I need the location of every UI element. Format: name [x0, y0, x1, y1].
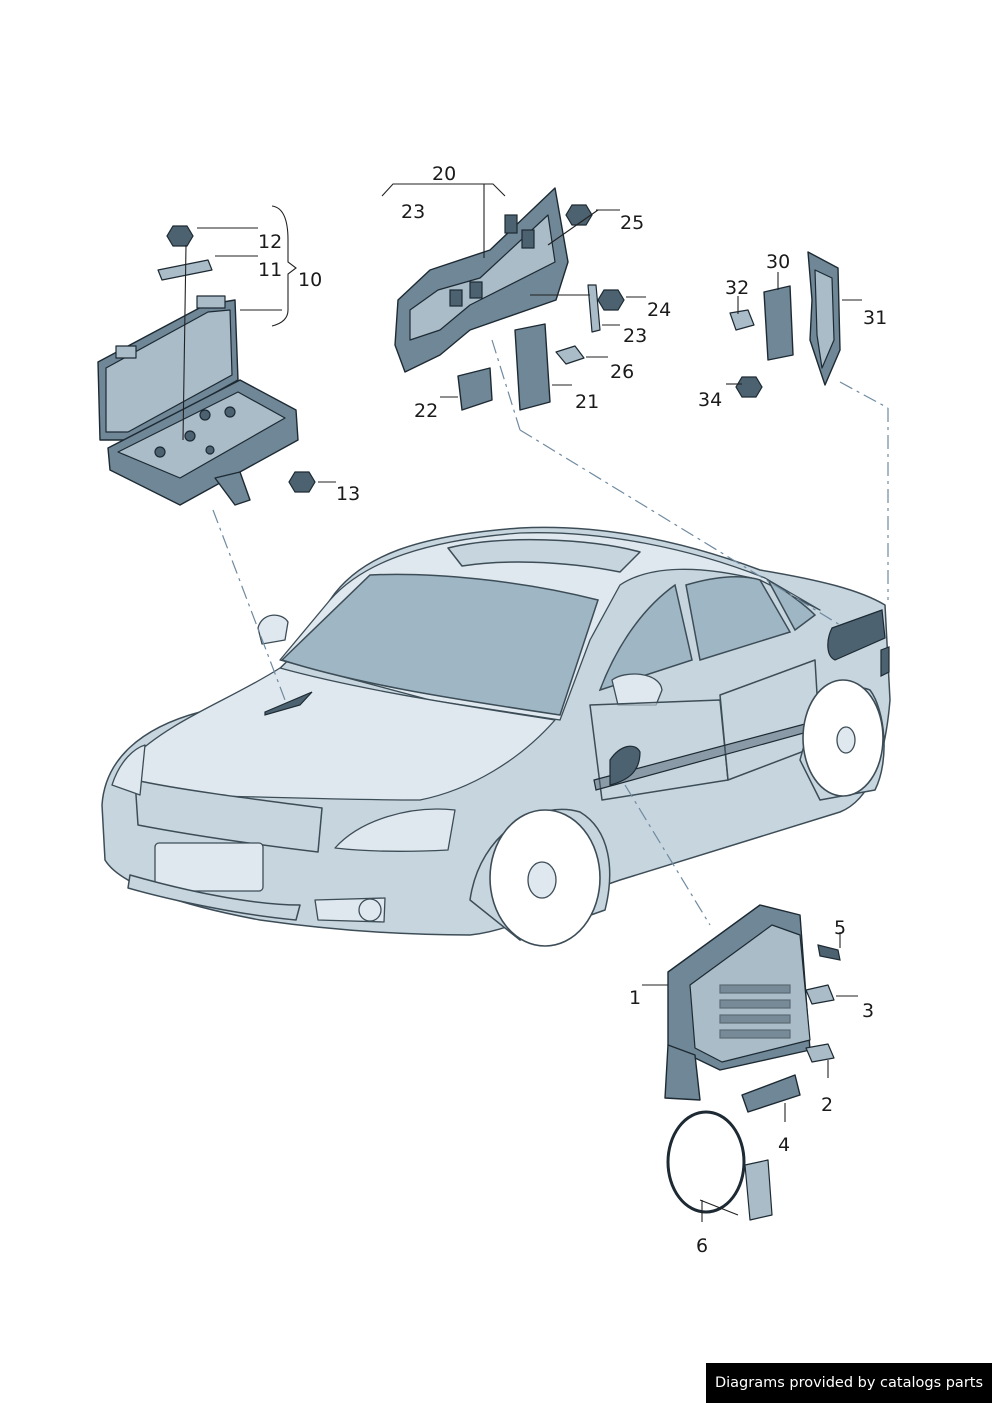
callout-1: 1 — [629, 987, 641, 1009]
callout-10: 10 — [298, 269, 322, 291]
fuse-strip-4 — [741, 1074, 801, 1113]
callout-31: 31 — [863, 307, 887, 329]
credit-badge: Diagrams provided by catalogs parts — [706, 1363, 992, 1403]
relay-21 — [514, 323, 551, 411]
module-30 — [763, 285, 794, 361]
credit-text: Diagrams provided by catalogs parts — [714, 1375, 984, 1391]
bracket-23 — [587, 284, 601, 333]
callout-11: 11 — [258, 259, 282, 281]
trunk-panel-location — [827, 609, 886, 661]
wiring-loop-6 — [666, 1110, 746, 1214]
callout-2: 2 — [821, 1094, 833, 1116]
terminal-box-group — [97, 225, 316, 506]
callout-20: 20 — [432, 163, 456, 185]
car-illustration — [101, 526, 891, 947]
callout-21: 21 — [575, 391, 599, 413]
callout-6: 6 — [696, 1235, 708, 1257]
callout-23-top: 23 — [401, 201, 425, 223]
callout-24: 24 — [647, 299, 671, 321]
callout-4: 4 — [778, 1134, 790, 1156]
relay-carrier-group — [394, 187, 625, 411]
nut-24 — [597, 289, 625, 311]
leader-lines — [197, 183, 862, 1222]
nut-12 — [166, 225, 194, 247]
side-panel-location — [609, 745, 641, 786]
grille — [134, 779, 323, 853]
cable-lug-11 — [157, 259, 213, 281]
callout-labels: 12 11 10 13 20 23 25 24 23 26 21 22 30 3… — [258, 163, 887, 1257]
nut-25 — [565, 204, 593, 226]
callout-13: 13 — [336, 483, 360, 505]
nut-34 — [735, 376, 763, 398]
windshield — [280, 573, 599, 716]
front-side-window — [598, 583, 693, 692]
callout-34: 34 — [698, 389, 722, 411]
fuse-box-group — [664, 904, 841, 1221]
callout-12: 12 — [258, 231, 282, 253]
clip-3 — [805, 984, 835, 1005]
callout-30: 30 — [766, 251, 790, 273]
callout-25: 25 — [620, 212, 644, 234]
location-lines — [212, 339, 889, 926]
callout-23: 23 — [623, 325, 647, 347]
callout-26: 26 — [610, 361, 634, 383]
clip-32 — [729, 309, 755, 331]
nut-13 — [288, 471, 316, 493]
callout-32: 32 — [725, 277, 749, 299]
clip-26 — [555, 345, 585, 365]
clip-2 — [805, 1043, 835, 1063]
callout-5: 5 — [834, 917, 846, 939]
callout-3: 3 — [862, 1000, 874, 1022]
bolt-5 — [817, 944, 841, 961]
callout-22: 22 — [414, 400, 438, 422]
control-module-group — [729, 251, 841, 398]
relay-22 — [457, 367, 493, 411]
